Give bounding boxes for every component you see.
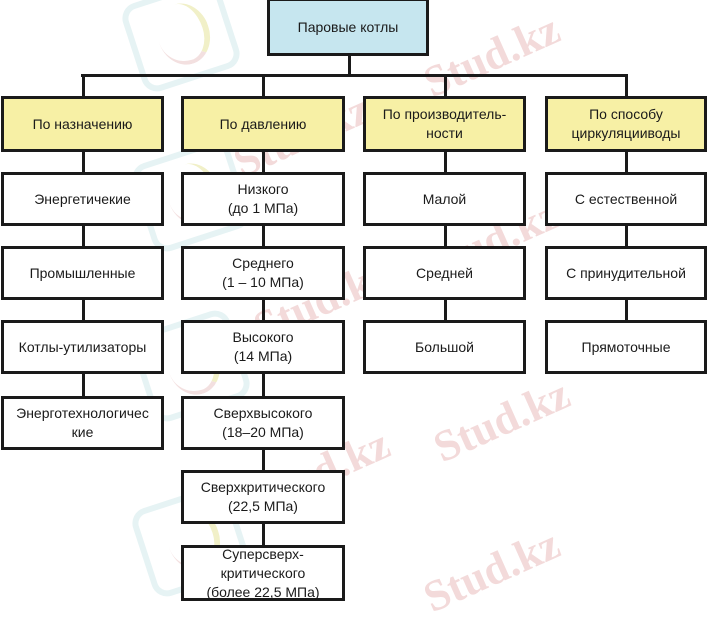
leaf-node: Энерготехнологичес кие (1, 396, 164, 450)
item-connector (625, 150, 628, 174)
leaf-node-label: Прямоточные (581, 338, 671, 355)
leaf-node: Малой (363, 172, 526, 226)
boiler-classification-diagram: Stud.kz Stud.kz Stud.kz Stud.kz Stud.kz … (0, 0, 707, 600)
watermark-text: Stud.kz (416, 519, 567, 622)
item-connector (444, 298, 447, 322)
item-connector (82, 372, 85, 398)
leaf-node: Суперсверх- критического (более 22,5 МПа… (181, 545, 345, 601)
category-connector (82, 75, 85, 96)
item-connector (82, 224, 85, 248)
category-connector (625, 75, 628, 96)
leaf-node-label: С принудительной (566, 264, 686, 281)
leaf-node: Энергетичекие (1, 172, 164, 226)
category-bus-line (81, 74, 628, 77)
category-connector (444, 75, 447, 96)
leaf-node: С принудительной (545, 246, 707, 300)
leaf-node: Среднего (1 – 10 МПа) (181, 246, 345, 300)
leaf-node-label: Промышленные (29, 264, 136, 281)
leaf-node-label: Средней (416, 264, 473, 281)
leaf-node-label: Котлы-утилизаторы (18, 338, 147, 355)
leaf-node: Промышленные (1, 246, 164, 300)
watermark-logo-icon (118, 0, 244, 96)
item-connector (262, 298, 265, 322)
item-connector (82, 298, 85, 322)
leaf-node: Сверхкритического (22,5 МПа) (181, 470, 345, 524)
root-connector (348, 55, 351, 76)
watermark-text: Stud.kz (416, 4, 567, 107)
leaf-node: Сверхвысокого (18–20 МПа) (181, 396, 345, 450)
item-connector (82, 150, 85, 174)
category-node-label: По производитель- ности (382, 106, 507, 141)
watermark-text: Stud.kz (426, 369, 577, 472)
root-node: Паровые котлы (267, 0, 429, 56)
leaf-node-label: Сверхвысокого (18–20 МПа) (213, 405, 313, 440)
leaf-node-label: С естественной (574, 190, 678, 207)
leaf-node-label: Высокого (14 МПа) (232, 329, 294, 364)
item-connector (444, 150, 447, 174)
leaf-node-label: Большой (415, 338, 474, 355)
category-node-label: По способу циркуляцииводы (571, 106, 681, 141)
leaf-node-label: Среднего (1 – 10 МПа) (222, 255, 304, 290)
item-connector (444, 224, 447, 248)
item-connector (262, 150, 265, 174)
item-connector (625, 224, 628, 248)
item-connector (262, 448, 265, 472)
item-connector (262, 372, 265, 398)
category-node-label: По назначению (32, 115, 133, 132)
leaf-node: Большой (363, 320, 526, 374)
category-node: По производитель- ности (363, 96, 526, 152)
leaf-node: Высокого (14 МПа) (181, 320, 345, 374)
category-node: По назначению (1, 96, 164, 152)
leaf-node: Котлы-утилизаторы (1, 320, 164, 374)
leaf-node: С естественной (545, 172, 707, 226)
leaf-node-label: Энергетичекие (34, 190, 131, 207)
leaf-node-label: Суперсверх- критического (более 22,5 МПа… (206, 545, 320, 600)
leaf-node-label: Малой (422, 190, 467, 207)
leaf-node-label: Сверхкритического (22,5 МПа) (200, 479, 326, 514)
category-connector (262, 75, 265, 96)
leaf-node-label: Энерготехнологичес кие (16, 405, 149, 440)
item-connector (262, 224, 265, 248)
leaf-node-label: Низкого (до 1 МПа) (227, 181, 299, 216)
category-node: По способу циркуляцииводы (545, 96, 707, 152)
leaf-node: Низкого (до 1 МПа) (181, 172, 345, 226)
item-connector (625, 298, 628, 322)
item-connector (262, 522, 265, 547)
category-node-label: По давлению (219, 115, 307, 132)
leaf-node: Прямоточные (545, 320, 707, 374)
category-node: По давлению (181, 96, 345, 152)
root-node-label: Паровые котлы (297, 18, 399, 35)
leaf-node: Средней (363, 246, 526, 300)
